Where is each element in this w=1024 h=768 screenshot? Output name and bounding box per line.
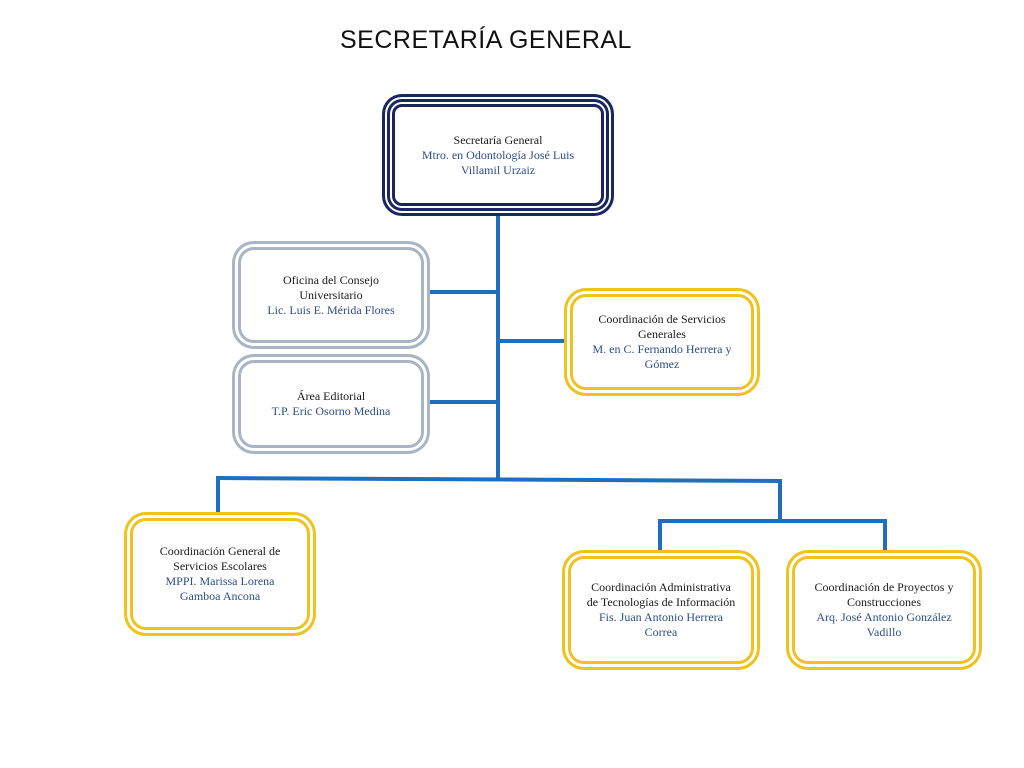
node-person: Arq. José Antonio González Vadillo <box>816 610 952 639</box>
node-person: MPPI. Marissa Lorena Gamboa Ancona <box>165 574 275 603</box>
connector-bottom-bar <box>215 475 783 484</box>
node-role: Secretaría General <box>453 132 543 147</box>
node-person: M. en C. Fernando Herrera y Gómez <box>592 342 732 371</box>
page-title: SECRETARÍA GENERAL <box>340 26 632 54</box>
node-area-editorial: Área Editorial T.P. Eric Osorno Medina <box>238 360 424 448</box>
node-secretaria-general: Secretaría General Mtro. en Odontología … <box>392 104 604 206</box>
node-person: Lic. Luis E. Mérida Flores <box>267 302 395 317</box>
node-servicios-generales: Coordinación de Servicios Generales M. e… <box>570 294 754 390</box>
node-proyectos-construcciones: Coordinación de Proyectos y Construccion… <box>792 556 976 664</box>
node-role: Coordinación de Servicios Generales <box>598 312 726 341</box>
node-tecnologias-informacion: Coordinación Administrativa de Tecnologí… <box>568 556 754 664</box>
node-role: Oficina del Consejo Universitario <box>283 272 379 302</box>
node-role: Área Editorial <box>296 389 366 403</box>
node-person: T.P. Eric Osorno Medina <box>271 404 391 418</box>
node-role: Coordinación de Proyectos y Construccion… <box>814 580 954 609</box>
node-person: Fis. Juan Antonio Herrera Correa <box>599 610 723 639</box>
node-role: Coordinación Administrativa de Tecnologí… <box>586 580 736 609</box>
node-consejo-universitario: Oficina del Consejo Universitario Lic. L… <box>238 247 424 343</box>
node-person: Mtro. en Odontología José Luis Villamil … <box>421 147 575 177</box>
node-servicios-escolares: Coordinación General de Servicios Escola… <box>130 518 310 630</box>
node-role: Coordinación General de Servicios Escola… <box>159 544 281 573</box>
